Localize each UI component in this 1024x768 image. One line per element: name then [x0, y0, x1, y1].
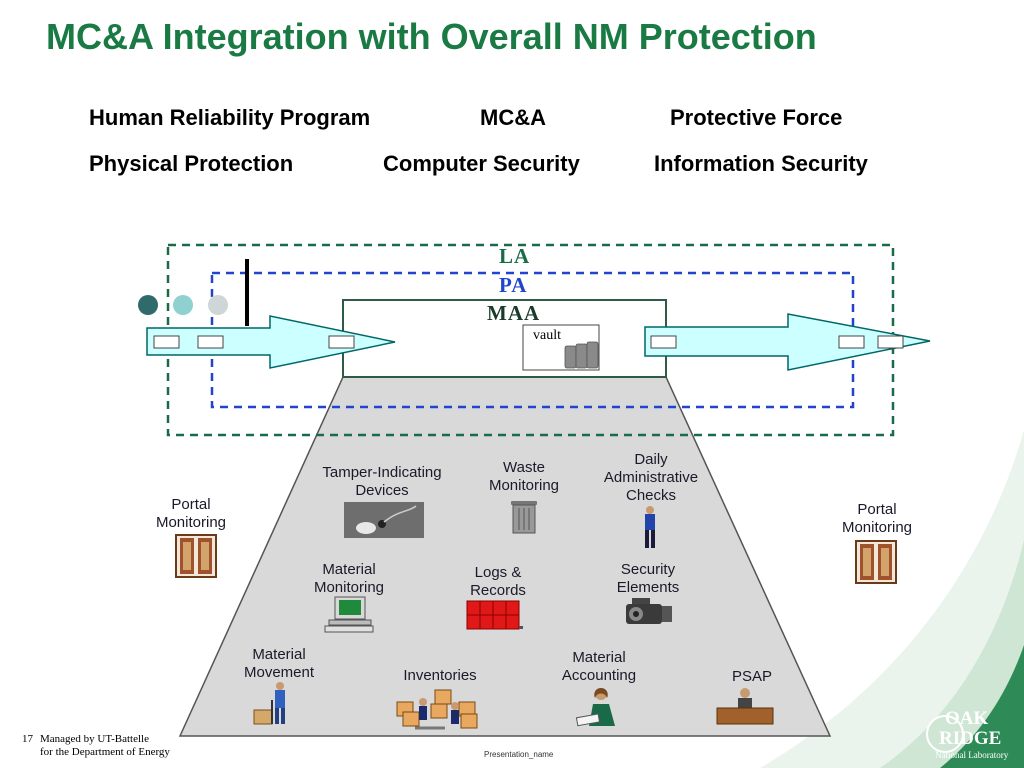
vault-storage-icon	[564, 341, 599, 369]
exit-arrow	[644, 313, 931, 371]
program-physical-protection: Physical Protection	[89, 151, 294, 176]
la-label: LA	[499, 244, 531, 268]
camera-icon	[626, 598, 672, 624]
program-protective-force: Protective Force	[670, 105, 843, 130]
hand-truck-icon	[253, 682, 285, 725]
corner-swoosh	[760, 430, 1024, 768]
status-dot-light	[208, 295, 228, 315]
pa-label: PA	[499, 273, 528, 297]
program-mca: MC&A	[480, 105, 546, 130]
status-dot-dark	[138, 295, 158, 315]
logo-national-laboratory: National Laboratory	[935, 750, 1009, 760]
entry-arrow	[146, 315, 396, 369]
portal-door-left-icon	[175, 534, 217, 578]
guard-icon	[645, 506, 655, 548]
desk-person-icon	[716, 688, 774, 725]
maa-box	[342, 299, 667, 378]
page-number: 17	[22, 733, 33, 745]
logo-oak: OAK	[945, 708, 989, 729]
psap-label: PSAP	[731, 668, 773, 685]
slide-title: MC&A Integration with Overall NM Protect…	[46, 16, 817, 57]
maa-label: MAA	[487, 301, 541, 325]
accountant-icon	[575, 688, 615, 727]
logs-records-label: Logs &Records	[470, 564, 526, 599]
computer-icon	[324, 596, 374, 633]
inventories-label: Inventories	[403, 667, 477, 684]
presentation-name: Presentation_name	[484, 750, 554, 759]
vault-label: vault	[533, 328, 561, 343]
logo-ridge: RIDGE	[939, 728, 1002, 749]
tamper-device-icon	[344, 502, 424, 538]
records-icon	[466, 600, 523, 630]
program-computer-security: Computer Security	[383, 151, 580, 176]
inventory-boxes-icon	[396, 689, 478, 730]
program-information-security: Information Security	[654, 151, 868, 176]
trash-can-icon	[511, 501, 537, 534]
portal-door-right-icon	[855, 540, 897, 584]
oak-ridge-logo: OAK RIDGE National Laboratory	[925, 706, 1020, 764]
program-hrp: Human Reliability Program	[89, 105, 371, 130]
managed-by-line2: for the Department of Energy	[40, 746, 170, 758]
managed-by-line1: Managed by UT-Battelle	[40, 733, 149, 745]
status-dot-mid	[173, 295, 193, 315]
